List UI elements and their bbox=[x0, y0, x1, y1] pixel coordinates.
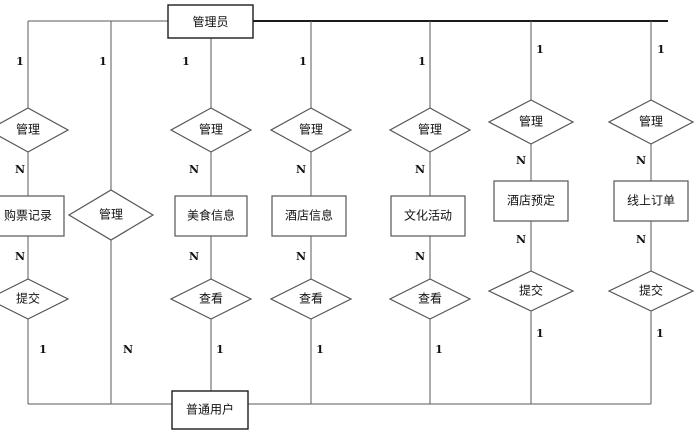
relationship-col-5-upper-diamond[interactable] bbox=[388, 107, 472, 153]
cardinality-col-5-lower: N bbox=[415, 250, 425, 263]
entity-user[interactable]: 普通用户 bbox=[171, 390, 249, 430]
entity-col-6-box[interactable] bbox=[493, 180, 569, 222]
column-7: 1 管理 N 线上订单 N 提交 1 bbox=[607, 43, 695, 340]
cardinality-col-3-bottom: 1 bbox=[216, 343, 224, 356]
cardinality-col-5-mid: N bbox=[415, 163, 425, 176]
column-3: 1 管理 N 美食信息 N 查看 1 bbox=[169, 55, 253, 356]
entity-admin[interactable]: 管理员 bbox=[167, 4, 254, 39]
cardinality-col-1-top: 1 bbox=[16, 55, 24, 68]
cardinality-col-1-mid: N bbox=[15, 163, 25, 176]
relationship-col-4-upper-label: 管理 bbox=[299, 122, 323, 137]
cardinality-col-5-bottom: 1 bbox=[435, 343, 443, 356]
relationship-col-7-lower-label: 提交 bbox=[639, 283, 663, 298]
cardinality-col-7-bottom: 1 bbox=[656, 327, 664, 340]
cardinality-col-7-top: 1 bbox=[657, 43, 665, 56]
entity-col-3-label: 美食信息 bbox=[187, 208, 235, 223]
cardinality-col-1-lower: N bbox=[15, 250, 25, 263]
relationship-col-1-upper-label: 管理 bbox=[16, 122, 40, 137]
relationship-col-6-lower-label: 提交 bbox=[519, 283, 543, 298]
cardinality-col-5-top: 1 bbox=[418, 55, 426, 68]
cardinality-col-3-mid: N bbox=[189, 163, 199, 176]
relationship-col-5-upper-label: 管理 bbox=[418, 122, 442, 137]
relationship-col-3-upper-diamond[interactable] bbox=[169, 107, 253, 153]
relationship-col-1-lower-label: 提交 bbox=[16, 291, 40, 306]
entity-admin-label: 管理员 bbox=[192, 14, 228, 29]
cardinality-col-2-bottom: N bbox=[123, 343, 133, 356]
cardinality-col-4-mid: N bbox=[296, 163, 306, 176]
cardinality-col-4-top: 1 bbox=[299, 55, 307, 68]
entity-admin-box[interactable] bbox=[167, 4, 254, 39]
entity-col-1-label: 购票记录 bbox=[4, 208, 52, 223]
column-6: 1 管理 N 酒店预定 N 提交 1 bbox=[487, 43, 575, 340]
cardinality-col-6-top: 1 bbox=[536, 43, 544, 56]
entity-col-3-box[interactable] bbox=[174, 195, 248, 237]
relationship-col-2-center-label: 管理 bbox=[99, 207, 123, 222]
entity-col-1-box[interactable] bbox=[0, 195, 65, 237]
relationship-col-3-lower-label: 查看 bbox=[199, 292, 223, 306]
relationship-col-4-lower-diamond[interactable] bbox=[269, 278, 353, 320]
relationship-col-7-upper-label: 管理 bbox=[639, 114, 663, 129]
cardinality-col-3-lower: N bbox=[189, 250, 199, 263]
relationship-col-3-upper-label: 管理 bbox=[199, 122, 223, 137]
relationship-col-1-lower-diamond[interactable] bbox=[0, 278, 70, 320]
cardinality-col-1-bottom: 1 bbox=[39, 343, 47, 356]
relationship-col-6-upper-label: 管理 bbox=[519, 114, 543, 129]
relationship-col-4-lower-label: 查看 bbox=[299, 292, 323, 306]
cardinality-col-2-top: 1 bbox=[99, 55, 107, 68]
relationship-col-6-upper-diamond[interactable] bbox=[487, 99, 575, 145]
connector-lines bbox=[27, 20, 668, 405]
cardinality-col-4-lower: N bbox=[296, 250, 306, 263]
entity-user-box[interactable] bbox=[171, 390, 249, 430]
column-2: 1 管理 N bbox=[67, 55, 155, 356]
relationship-col-2-center-diamond[interactable] bbox=[67, 189, 155, 241]
cardinality-col-3-top: 1 bbox=[182, 55, 190, 68]
entity-user-label: 普通用户 bbox=[186, 402, 234, 417]
cardinality-col-6-lower: N bbox=[516, 233, 526, 246]
relationship-col-5-lower-label: 查看 bbox=[418, 292, 442, 306]
entity-col-4-label: 酒店信息 bbox=[285, 208, 333, 223]
relationship-col-6-lower-diamond[interactable] bbox=[487, 270, 575, 312]
column-5: 1 管理 N 文化活动 N 查看 1 bbox=[388, 55, 472, 356]
entity-col-6-label: 酒店预定 bbox=[507, 193, 555, 208]
cardinality-col-7-lower: N bbox=[636, 233, 646, 246]
cardinality-col-6-mid: N bbox=[516, 154, 526, 167]
relationship-col-7-upper-diamond[interactable] bbox=[607, 99, 695, 145]
relationship-col-5-lower-diamond[interactable] bbox=[388, 278, 472, 320]
entity-col-4-box[interactable] bbox=[271, 195, 347, 237]
relationship-col-1-upper-diamond[interactable] bbox=[0, 107, 70, 153]
column-1: 1 管理 N 购票记录 N 提交 1 bbox=[0, 55, 70, 356]
entity-col-7-box[interactable] bbox=[613, 180, 689, 222]
cardinality-col-4-bottom: 1 bbox=[316, 343, 324, 356]
relationship-col-3-lower-diamond[interactable] bbox=[169, 278, 253, 320]
entity-col-7-label: 线上订单 bbox=[627, 194, 675, 208]
entity-col-5-label: 文化活动 bbox=[404, 208, 452, 223]
entity-col-5-box[interactable] bbox=[390, 195, 466, 237]
cardinality-col-6-bottom: 1 bbox=[536, 327, 544, 340]
cardinality-col-7-mid: N bbox=[636, 154, 646, 167]
column-4: 1 管理 N 酒店信息 N 查看 1 bbox=[269, 55, 353, 356]
relationship-col-7-lower-diamond[interactable] bbox=[607, 270, 695, 312]
relationship-col-4-upper-diamond[interactable] bbox=[269, 107, 353, 153]
